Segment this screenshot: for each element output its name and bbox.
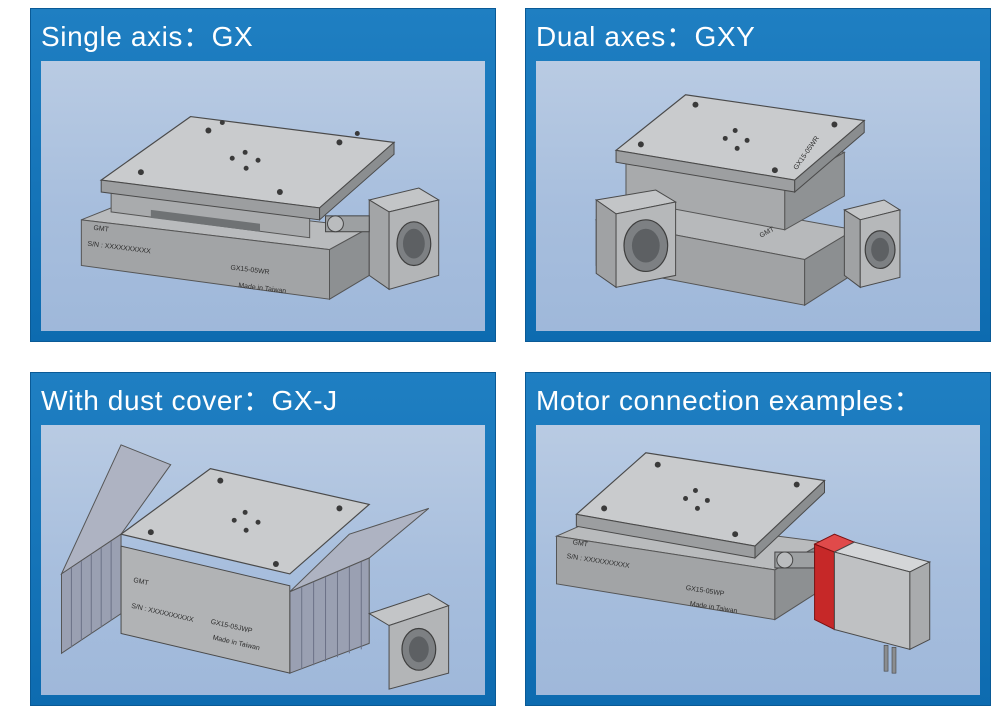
dual-axes-stage-illustration: GX15-05WR GMT: [594, 94, 902, 307]
stage-illustration-viewport: S/N : XXXXXXXXXX GX15-05WR Made in Taiwa…: [41, 61, 485, 331]
single-axis-stage-illustration: S/N : XXXXXXXXXX GX15-05WR Made in Taiwa…: [80, 115, 440, 301]
panel-dual-axes: Dual axes：GXY: [525, 8, 991, 342]
brand-logo: GMT: [133, 577, 150, 587]
stage-illustration-viewport: GMT S/N : XXXXXXXXXX GX15-05JWP Made in …: [41, 425, 485, 695]
motor-connection-stage-illustration: S/N : XXXXXXXXXX GX15-05WP Made in Taiwa…: [554, 452, 932, 674]
panel-title: Single axis：GX: [41, 21, 254, 52]
panel-motor-connection: Motor connection examples：: [525, 372, 991, 706]
panel-dust-cover: With dust cover：GX-J: [30, 372, 496, 706]
brand-logo: GMT: [572, 539, 589, 548]
stage-illustration-viewport: S/N : XXXXXXXXXX GX15-05WP Made in Taiwa…: [536, 425, 980, 695]
panel-single-axis: Single axis：GX: [30, 8, 496, 342]
panel-title: With dust cover：GX-J: [41, 385, 338, 416]
brand-logo: GMT: [93, 225, 110, 234]
panel-title: Motor connection examples：: [536, 385, 922, 416]
model-engraving: GX15-05WR: [230, 264, 270, 276]
stage-illustration-viewport: GX15-05WR GMT: [536, 61, 980, 331]
dust-cover-stage-illustration: GMT S/N : XXXXXXXXXX GX15-05JWP Made in …: [60, 444, 450, 690]
panel-title: Dual axes：GXY: [536, 21, 756, 52]
